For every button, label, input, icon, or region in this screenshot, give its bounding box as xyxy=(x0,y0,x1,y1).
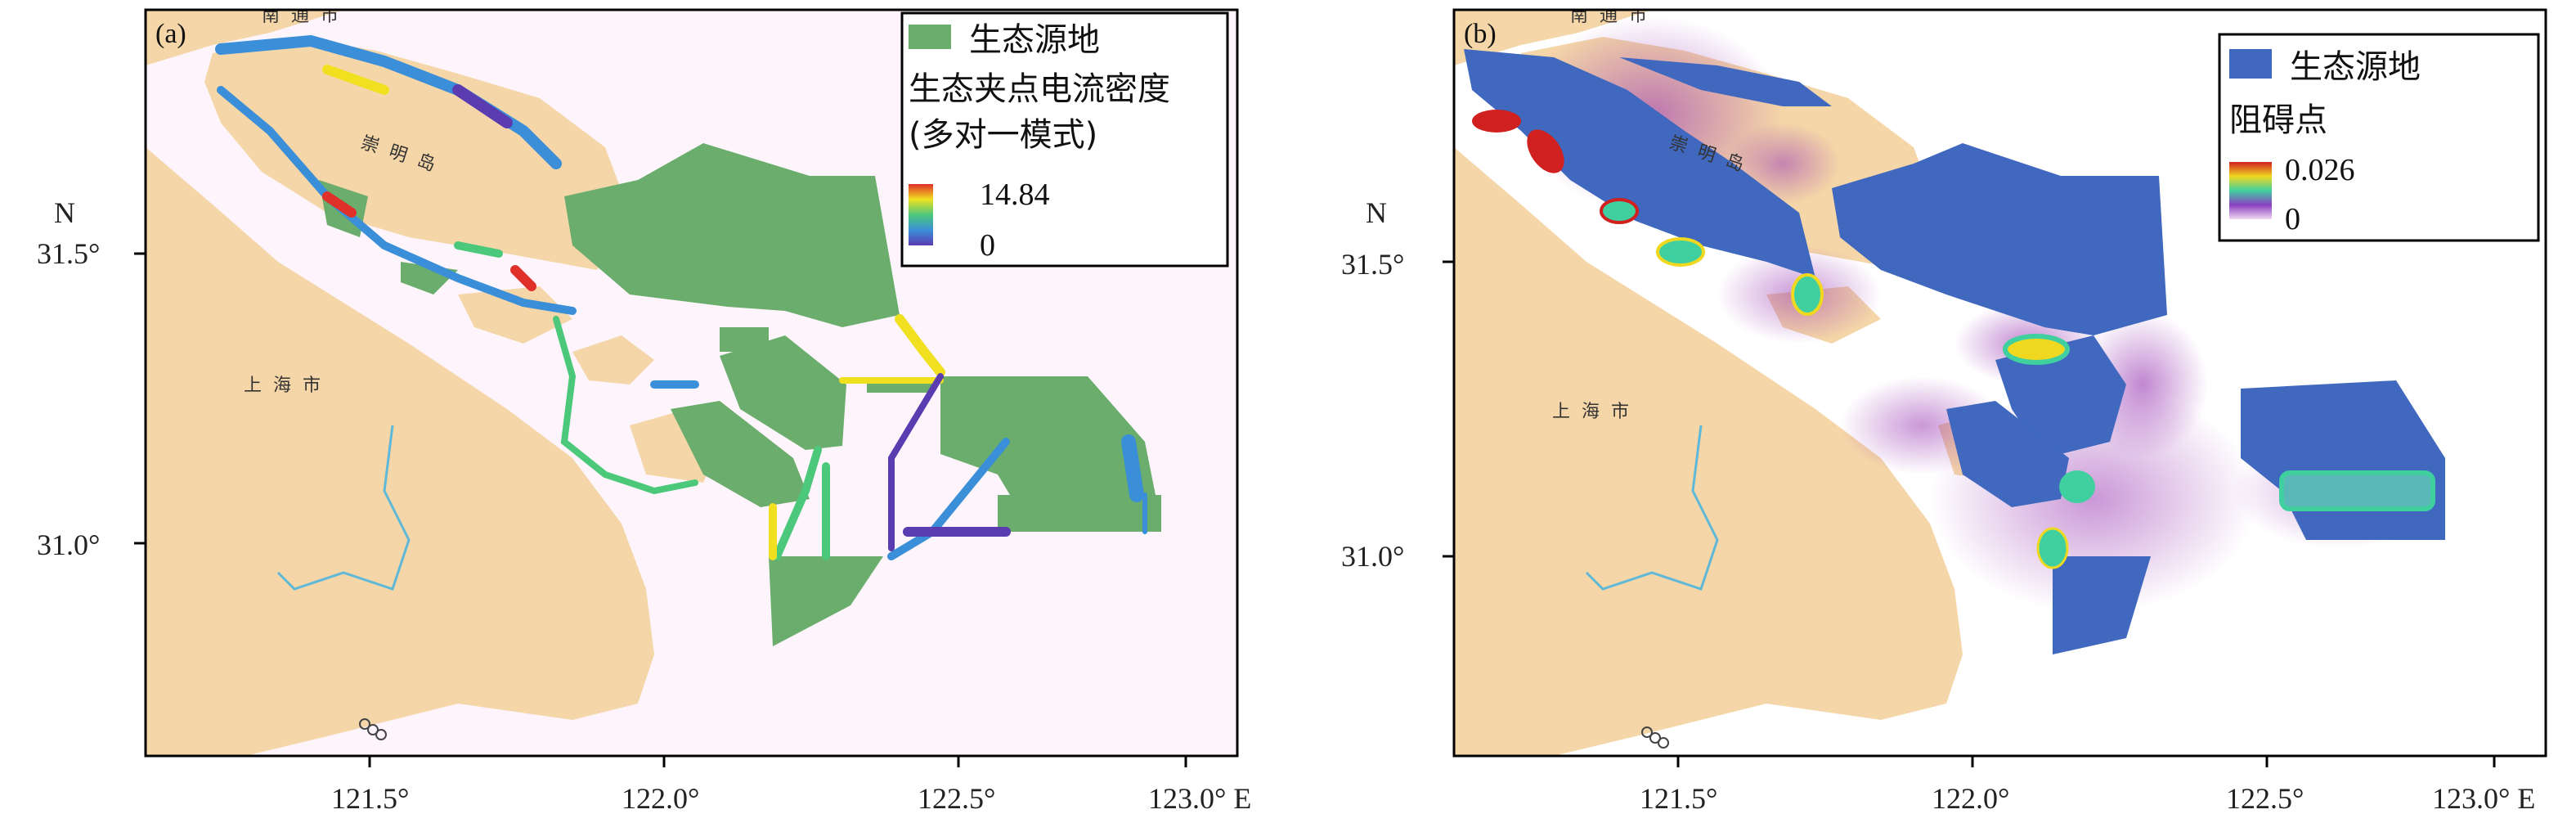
legend-a: 生态源地 生态夹点电流密度 (多对一模式) 14.84 0 xyxy=(900,11,1229,268)
small-island-symbol-a xyxy=(359,718,387,740)
eco-source-patch xyxy=(1832,143,2167,335)
eco-source-patch xyxy=(998,495,1161,532)
corridor xyxy=(217,86,577,315)
axes-a xyxy=(134,252,1187,767)
x-tick-b-1: 121.5° xyxy=(1640,782,1717,815)
eco-source-patch xyxy=(1946,401,2069,507)
x-tick-a-4: 123.0° E xyxy=(1148,782,1251,815)
legend-title-line2-a: (多对一模式) xyxy=(909,116,1097,154)
y-tick-b-1: 31.5° xyxy=(1341,248,1404,281)
y-tick-b-2: 31.0° xyxy=(1341,540,1404,573)
legend-ramp-b xyxy=(2229,162,2272,219)
river-a xyxy=(276,425,411,591)
y-axis-label-a: N xyxy=(54,196,75,229)
x-tick-b-3: 122.5° xyxy=(2226,782,2304,815)
corridor xyxy=(454,241,503,258)
corridor xyxy=(510,265,536,291)
legend-title-b: 阻碍点 xyxy=(2229,101,2327,139)
eco-source-patch xyxy=(940,376,1161,524)
eco-source-patch xyxy=(720,335,846,450)
legend-min-a: 0 xyxy=(980,228,995,263)
legend-box-a xyxy=(900,11,1229,268)
place-shanghai-a: 上海市 xyxy=(244,376,332,396)
map-frame-b xyxy=(1452,8,2547,758)
corridor xyxy=(553,316,698,495)
x-tick-a-2: 122.0° xyxy=(622,782,699,815)
legend-source-label-a: 生态源地 xyxy=(969,21,1100,59)
map-frame-a xyxy=(144,8,1239,758)
x-tick-b-2: 122.0° xyxy=(1932,782,2009,815)
place-nantong-a: 南通市 xyxy=(262,6,350,26)
corridor xyxy=(888,373,944,551)
panel-label-a: (a) xyxy=(155,19,186,49)
land-south-b xyxy=(1454,147,1963,756)
y-axis-label-b: N xyxy=(1366,196,1387,229)
legend-min-b: 0 xyxy=(2285,202,2300,236)
x-tick-a-3: 122.5° xyxy=(918,782,995,815)
y-tick-a-1: 31.5° xyxy=(37,237,100,270)
corridor xyxy=(895,314,945,377)
x-tick-a-1: 121.5° xyxy=(331,782,409,815)
legend-title-line1-a: 生态夹点电流密度 xyxy=(909,70,1170,108)
land-south-a xyxy=(146,147,654,756)
land-chongming-a xyxy=(204,37,630,270)
panel-label-b: (b) xyxy=(1464,19,1497,49)
corridor xyxy=(215,34,562,169)
eco-source-patch xyxy=(1464,49,1815,278)
legend-ramp-a xyxy=(909,184,933,245)
legend-swatch-source-a xyxy=(909,25,951,49)
eco-source-patch xyxy=(564,143,900,327)
land-islet1-a xyxy=(458,286,572,344)
legend-max-b: 0.026 xyxy=(2285,153,2355,187)
legend-box-b xyxy=(2218,33,2540,242)
x-tick-b-4: 123.0° E xyxy=(2432,782,2535,815)
eco-source-patch xyxy=(2053,556,2151,654)
place-nantong-b: 南通市 xyxy=(1570,6,1658,26)
axes-b xyxy=(1443,260,2496,767)
corridor xyxy=(322,191,357,218)
map-b: 南通市 崇明岛 上海市 xyxy=(1454,6,2546,756)
place-shanghai-b: 上海市 xyxy=(1552,402,1640,422)
land-islet3-a xyxy=(572,335,654,385)
land-north-a xyxy=(146,10,343,65)
eco-source-patch xyxy=(769,556,883,646)
eco-source-patch xyxy=(671,401,810,507)
legend-b: 生态源地 阻碍点 0.026 0 xyxy=(2218,33,2540,242)
corridor xyxy=(322,65,389,95)
corridor xyxy=(452,84,513,128)
legend-swatch-source-b xyxy=(2229,49,2272,79)
pinch-corridors-a xyxy=(215,34,1147,560)
legend-source-label-b: 生态源地 xyxy=(2290,48,2421,86)
small-island-symbol-b xyxy=(1641,726,1669,749)
eco-source-patch xyxy=(1619,57,1832,106)
corridor xyxy=(773,446,822,560)
legend-max-a: 14.84 xyxy=(980,178,1050,212)
barrier-hotspots-b xyxy=(1472,110,2435,569)
y-tick-a-2: 31.0° xyxy=(37,528,100,561)
panel-a: 南通市 崇明岛 上海市 (a) 生态源地 生态夹点电流密度 (多对一模式) 14… xyxy=(37,6,1251,815)
eco-source-patch xyxy=(720,327,769,352)
panel-b: 南通市 崇明岛 上海市 (b) 生态源地 阻碍点 0.026 0 121.5° … xyxy=(1341,6,2547,815)
corridor xyxy=(1121,434,1144,502)
river-b xyxy=(1585,425,1719,591)
